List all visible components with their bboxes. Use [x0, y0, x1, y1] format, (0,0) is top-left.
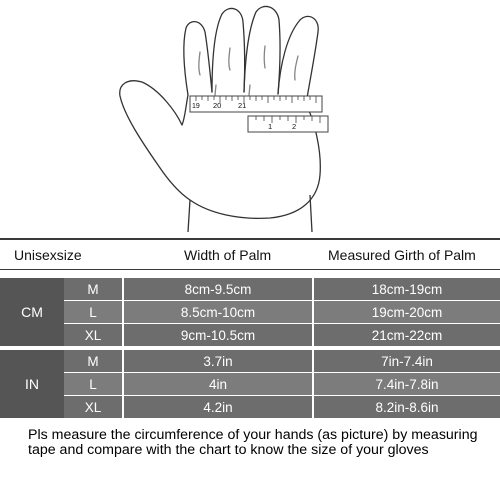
palm-width-cell: 4in — [124, 373, 312, 395]
header-rule-top — [0, 238, 500, 240]
size-cell: M — [64, 350, 122, 372]
pinky-finger — [183, 21, 213, 96]
ring-finger — [211, 7, 246, 93]
table-row: M 8cm-9.5cm 18cm-19cm — [64, 278, 500, 300]
palm-width-cell: 9cm-10.5cm — [124, 324, 312, 346]
table-row: L 4in 7.4in-7.8in — [64, 373, 500, 395]
tape-number-1: 1 — [268, 122, 272, 131]
unit-label-in: IN — [0, 350, 64, 418]
header-rule-bottom — [0, 269, 500, 270]
measurement-instruction-text: Pls measure the circumference of your ha… — [28, 427, 478, 458]
tape-number-19: 19 — [192, 103, 200, 110]
size-group-in: IN M 3.7in 7in-7.4in L 4in 7.4in-7.8in X… — [0, 350, 500, 418]
table-row: XL 4.2in 8.2in-8.6in — [64, 396, 500, 418]
table-row: XL 9cm-10.5cm 21cm-22cm — [64, 324, 500, 346]
size-cell: L — [64, 301, 122, 323]
palm-girth-cell: 21cm-22cm — [314, 324, 500, 346]
palm-width-cell: 4.2in — [124, 396, 312, 418]
palm-girth-cell: 7in-7.4in — [314, 350, 500, 372]
hand-measurement-illustration: 19 20 21 1 2 — [119, 5, 329, 233]
palm-girth-cell: 7.4in-7.8in — [314, 373, 500, 395]
tape-number-21: 21 — [238, 101, 246, 110]
palm-girth-cell: 8.2in-8.6in — [314, 396, 500, 418]
palm-girth-cell: 19cm-20cm — [314, 301, 500, 323]
size-cell: M — [64, 278, 122, 300]
tape-number-2: 2 — [292, 122, 296, 131]
middle-finger — [243, 5, 281, 95]
table-row: M 3.7in 7in-7.4in — [64, 350, 500, 372]
palm-right-edge — [189, 103, 321, 220]
measuring-tape-lower: 1 2 — [247, 115, 329, 133]
measuring-tape-upper: 19 20 21 — [189, 95, 323, 113]
header-size: Unisexsize — [14, 247, 82, 263]
header-girth-of-palm: Measured Girth of Palm — [328, 247, 476, 263]
palm-girth-cell: 18cm-19cm — [314, 278, 500, 300]
palm-width-cell: 3.7in — [124, 350, 312, 372]
unit-label-cm: CM — [0, 278, 64, 346]
table-row: L 8.5cm-10cm 19cm-20cm — [64, 301, 500, 323]
size-group-cm: CM M 8cm-9.5cm 18cm-19cm L 8.5cm-10cm 19… — [0, 278, 500, 346]
palm-width-cell: 8cm-9.5cm — [124, 278, 312, 300]
size-cell: XL — [64, 324, 122, 346]
size-cell: XL — [64, 396, 122, 418]
thumb — [119, 80, 191, 201]
index-finger — [277, 15, 319, 105]
tape-number-20: 20 — [213, 101, 221, 110]
header-width-of-palm: Width of Palm — [184, 247, 272, 263]
palm-width-cell: 8.5cm-10cm — [124, 301, 312, 323]
size-cell: L — [64, 373, 122, 395]
